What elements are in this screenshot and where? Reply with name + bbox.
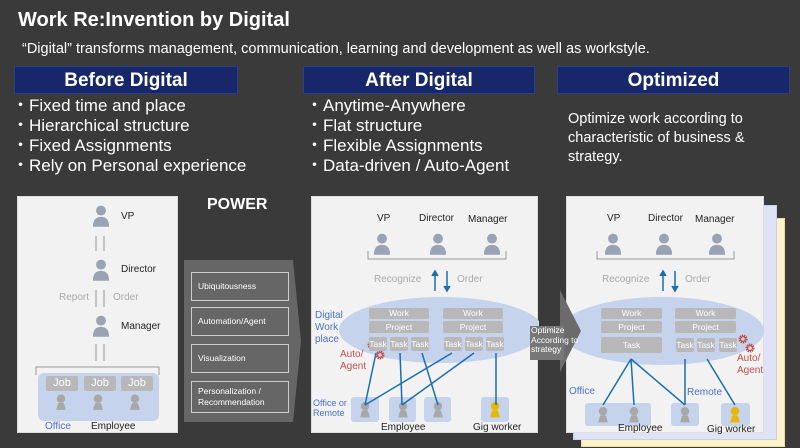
label-vp: VP — [377, 213, 391, 224]
task-box: Task — [411, 337, 429, 351]
bullet: Fixed time and place — [12, 96, 246, 116]
task-box: Task — [444, 337, 462, 351]
label-employee: Employee — [618, 423, 663, 434]
label-auto-agent: Auto/ Agent — [340, 349, 367, 372]
project-box: Project — [369, 321, 429, 333]
label-digital-workplace: Digital Work place — [315, 310, 343, 345]
manager-person-icon — [708, 233, 726, 255]
label-auto-agent: Auto/ Agent — [737, 353, 764, 376]
job-box: Job — [46, 376, 78, 391]
task-box: Task — [697, 338, 715, 352]
director-person-icon — [655, 233, 673, 255]
label-employee: Employee — [381, 422, 426, 433]
task-box: Task — [719, 338, 737, 352]
bullet: Hierarchical structure — [12, 116, 246, 136]
task-box: Task — [601, 337, 662, 353]
work-box: Work — [675, 308, 736, 319]
label-vp: VP — [121, 211, 135, 222]
vp-person-icon — [373, 233, 391, 255]
power-title: POWER — [207, 196, 268, 213]
power-item-visualization: Visualization — [191, 344, 289, 373]
bracket — [596, 251, 735, 260]
slide-title: Work Re:Invention by Digital — [18, 9, 290, 31]
power-item-automation: Automation/Agent — [191, 307, 289, 336]
director-person-icon — [92, 259, 110, 281]
label-manager: Manager — [121, 321, 161, 332]
assignment-lines — [602, 358, 736, 406]
bullet: Fixed Assignments — [12, 136, 246, 156]
project-box: Project — [601, 321, 662, 333]
bullet: Flexible Assignments — [306, 136, 509, 156]
label-recognize: Recognize — [374, 274, 422, 285]
label-order: Order — [685, 274, 711, 285]
vp-person-icon — [604, 233, 622, 255]
before-diagram: VP Director Report Order Manager Job Job… — [17, 196, 178, 433]
vp-person-icon — [92, 205, 110, 227]
label-employee: Employee — [91, 421, 136, 432]
recognize-order-arrows — [431, 269, 451, 293]
label-manager: Manager — [468, 214, 508, 225]
header-optimized: Optimized — [557, 66, 790, 94]
work-box: Work — [443, 308, 503, 319]
label-remote: Remote — [687, 387, 723, 398]
label-office-remote: Office or Remote — [313, 398, 347, 418]
label-vp: VP — [607, 213, 621, 224]
label-office: Office — [45, 421, 71, 432]
task-box: Task — [369, 337, 387, 351]
manager-person-icon — [483, 233, 501, 255]
label-manager: Manager — [695, 214, 735, 225]
power-item-ubiquitousness: Ubiquitousness — [191, 272, 289, 301]
task-box: Task — [465, 337, 483, 351]
before-bullets: Fixed time and place Hierarchical struct… — [12, 96, 246, 176]
job-box: Job — [121, 376, 153, 391]
header-after-digital: After Digital — [303, 66, 535, 94]
after-diagram: VP Director Manager Recognize Order Digi… — [311, 196, 539, 433]
optimize-arrow — [530, 290, 581, 372]
after-bullets: Anytime-Anywhere Flat structure Flexible… — [306, 96, 509, 176]
optimize-arrow-label: Optimize According to strategy — [531, 325, 579, 354]
director-person-icon — [429, 233, 447, 255]
header-before-digital: Before Digital — [14, 66, 238, 94]
bullet: Flat structure — [306, 116, 509, 136]
bracket — [367, 251, 507, 260]
bullet: Data-driven / Auto-Agent — [306, 156, 509, 176]
power-item-personalization: Personalization / Recommendation — [191, 381, 289, 413]
slide-subtitle: “Digital” transforms management, communi… — [22, 41, 650, 57]
recognize-order-arrows — [659, 269, 679, 293]
label-director: Director — [121, 264, 157, 275]
task-box: Task — [676, 338, 694, 352]
bullet: Anytime-Anywhere — [306, 96, 509, 116]
optimized-diagram: VP Director Manager Recognize Order Work… — [566, 196, 764, 435]
label-order: Order — [457, 274, 483, 285]
work-box: Work — [369, 308, 429, 319]
project-box: Project — [675, 321, 736, 333]
task-box: Task — [390, 337, 408, 351]
bracket — [35, 366, 160, 375]
label-director: Director — [419, 213, 455, 224]
label-director: Director — [648, 213, 684, 224]
project-box: Project — [443, 321, 503, 333]
label-report: Report — [59, 292, 90, 303]
assignment-lines — [364, 352, 497, 406]
label-gig-worker: Gig worker — [707, 424, 756, 435]
label-order: Order — [113, 292, 139, 303]
label-gig-worker: Gig worker — [473, 422, 522, 433]
job-box: Job — [84, 376, 116, 391]
hierarchy-arrows — [95, 236, 105, 361]
work-box: Work — [601, 308, 662, 319]
bullet: Rely on Personal experience — [12, 156, 246, 176]
label-office: Office — [569, 386, 595, 397]
task-box: Task — [486, 337, 504, 351]
optimized-description: Optimize work according to characteristi… — [568, 111, 745, 165]
manager-person-icon — [92, 315, 110, 337]
label-recognize: Recognize — [602, 274, 650, 285]
